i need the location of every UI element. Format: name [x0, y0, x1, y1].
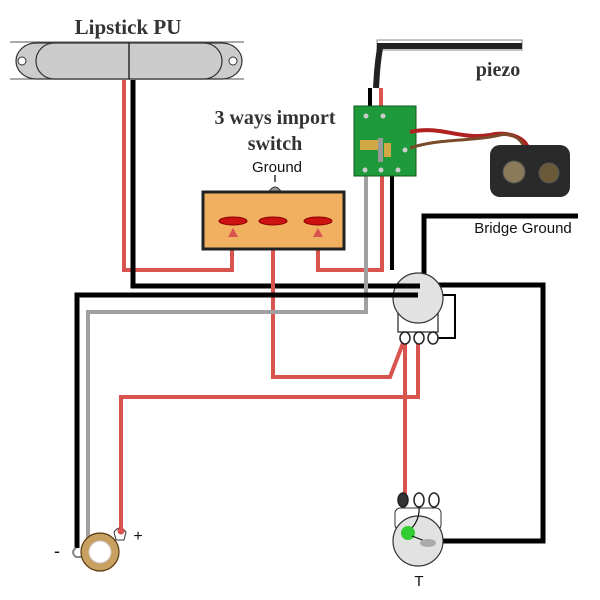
switch-label-line2: switch — [248, 133, 302, 155]
volume-pot — [380, 272, 444, 345]
tone-capacitor — [401, 526, 415, 540]
piezo-element — [373, 39, 523, 89]
tone-pot-label: T — [414, 573, 423, 590]
output-jack — [72, 527, 127, 572]
wire-bridge-ground — [421, 213, 578, 282]
switch-lug-middle — [258, 216, 288, 226]
three-way-switch — [201, 175, 346, 251]
switch-lug-left — [218, 216, 248, 237]
wire-preamp-shield — [86, 170, 368, 548]
tone-lug-2 — [413, 492, 425, 508]
pickup-mount-hole-right — [228, 56, 238, 66]
wire-pickup-ground — [130, 80, 400, 289]
wire-volume-to-tone-ground — [432, 282, 546, 544]
jack-plus-label: + — [133, 528, 142, 545]
wire-switch-out-to-volume — [271, 228, 407, 379]
volume-lug-2 — [413, 331, 425, 345]
tone-pot — [392, 492, 444, 567]
wire-volume-to-jack — [119, 338, 420, 530]
bridge-ground-label: Bridge Ground — [474, 220, 572, 237]
wire-ground-rail — [74, 292, 400, 548]
volume-lug-1 — [399, 331, 411, 345]
pickup-label: Lipstick PU — [75, 15, 182, 39]
jack-minus-label: - — [54, 541, 60, 561]
battery-terminal-negative — [502, 160, 526, 184]
wire-volume-lug-jumper — [433, 294, 456, 339]
battery-terminal-positive — [538, 162, 560, 184]
wires — [74, 80, 578, 548]
tone-lug-1 — [397, 492, 409, 508]
switch-ground-label: Ground — [252, 159, 302, 176]
pickup-mount-hole-left — [17, 56, 27, 66]
battery-clip — [409, 128, 570, 197]
piezo-label: piezo — [476, 59, 520, 81]
tone-lug-3 — [428, 492, 440, 508]
lipstick-pickup — [10, 41, 244, 80]
switch-lug-right — [303, 216, 333, 237]
volume-lug-3 — [427, 331, 439, 345]
switch-label-line1: 3 ways import — [214, 107, 335, 129]
preamp-board — [353, 88, 417, 177]
